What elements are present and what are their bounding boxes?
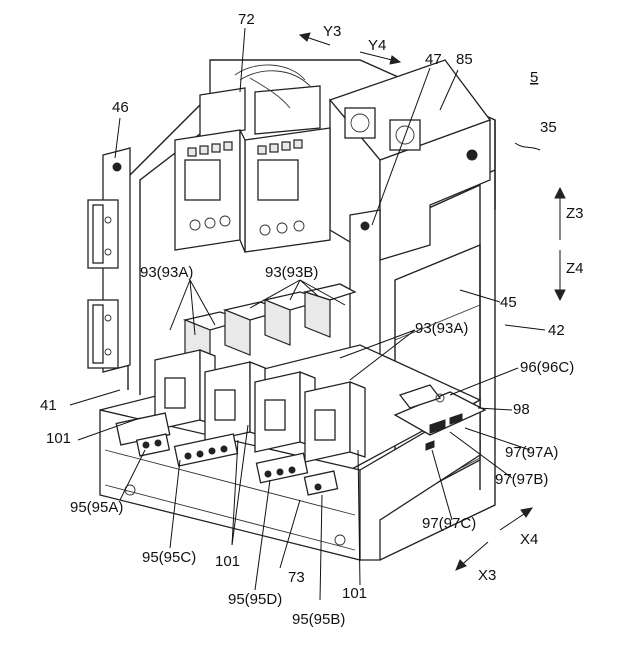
axis-label-x4: X4 <box>520 531 538 548</box>
label-46: 46 <box>112 99 129 116</box>
label-95a: 95(95A) <box>70 499 123 516</box>
label-101-left: 101 <box>46 430 71 447</box>
label-45: 45 <box>500 294 517 311</box>
label-93a-left: 93(93A) <box>140 264 193 281</box>
contactor-72 <box>175 65 330 252</box>
axis-label-x3: X3 <box>478 567 496 584</box>
axis-label-y4: Y4 <box>368 37 386 54</box>
figure-number: 5 <box>530 69 538 86</box>
label-98: 98 <box>513 401 530 418</box>
label-41: 41 <box>40 397 57 414</box>
hinge-plate-46 <box>88 148 130 372</box>
label-97b: 97(97B) <box>495 471 548 488</box>
label-35: 35 <box>540 119 557 136</box>
label-72: 72 <box>238 11 255 28</box>
label-42: 42 <box>548 322 565 339</box>
axis-label-z4: Z4 <box>566 260 584 277</box>
label-93b: 93(93B) <box>265 264 318 281</box>
label-47: 47 <box>425 51 442 68</box>
axis-label-z3: Z3 <box>566 205 584 222</box>
label-95c: 95(95C) <box>142 549 196 566</box>
label-97c: 97(97C) <box>422 515 476 532</box>
label-95b: 95(95B) <box>292 611 345 628</box>
label-73: 73 <box>288 569 305 586</box>
label-101-mid: 101 <box>215 553 240 570</box>
label-93a-right: 93(93A) <box>415 320 468 337</box>
label-97a: 97(97A) <box>505 444 558 461</box>
label-95d: 95(95D) <box>228 591 282 608</box>
axis-label-y3: Y3 <box>323 23 341 40</box>
label-101-right: 101 <box>342 585 367 602</box>
label-85: 85 <box>456 51 473 68</box>
label-96: 96(96C) <box>520 359 574 376</box>
